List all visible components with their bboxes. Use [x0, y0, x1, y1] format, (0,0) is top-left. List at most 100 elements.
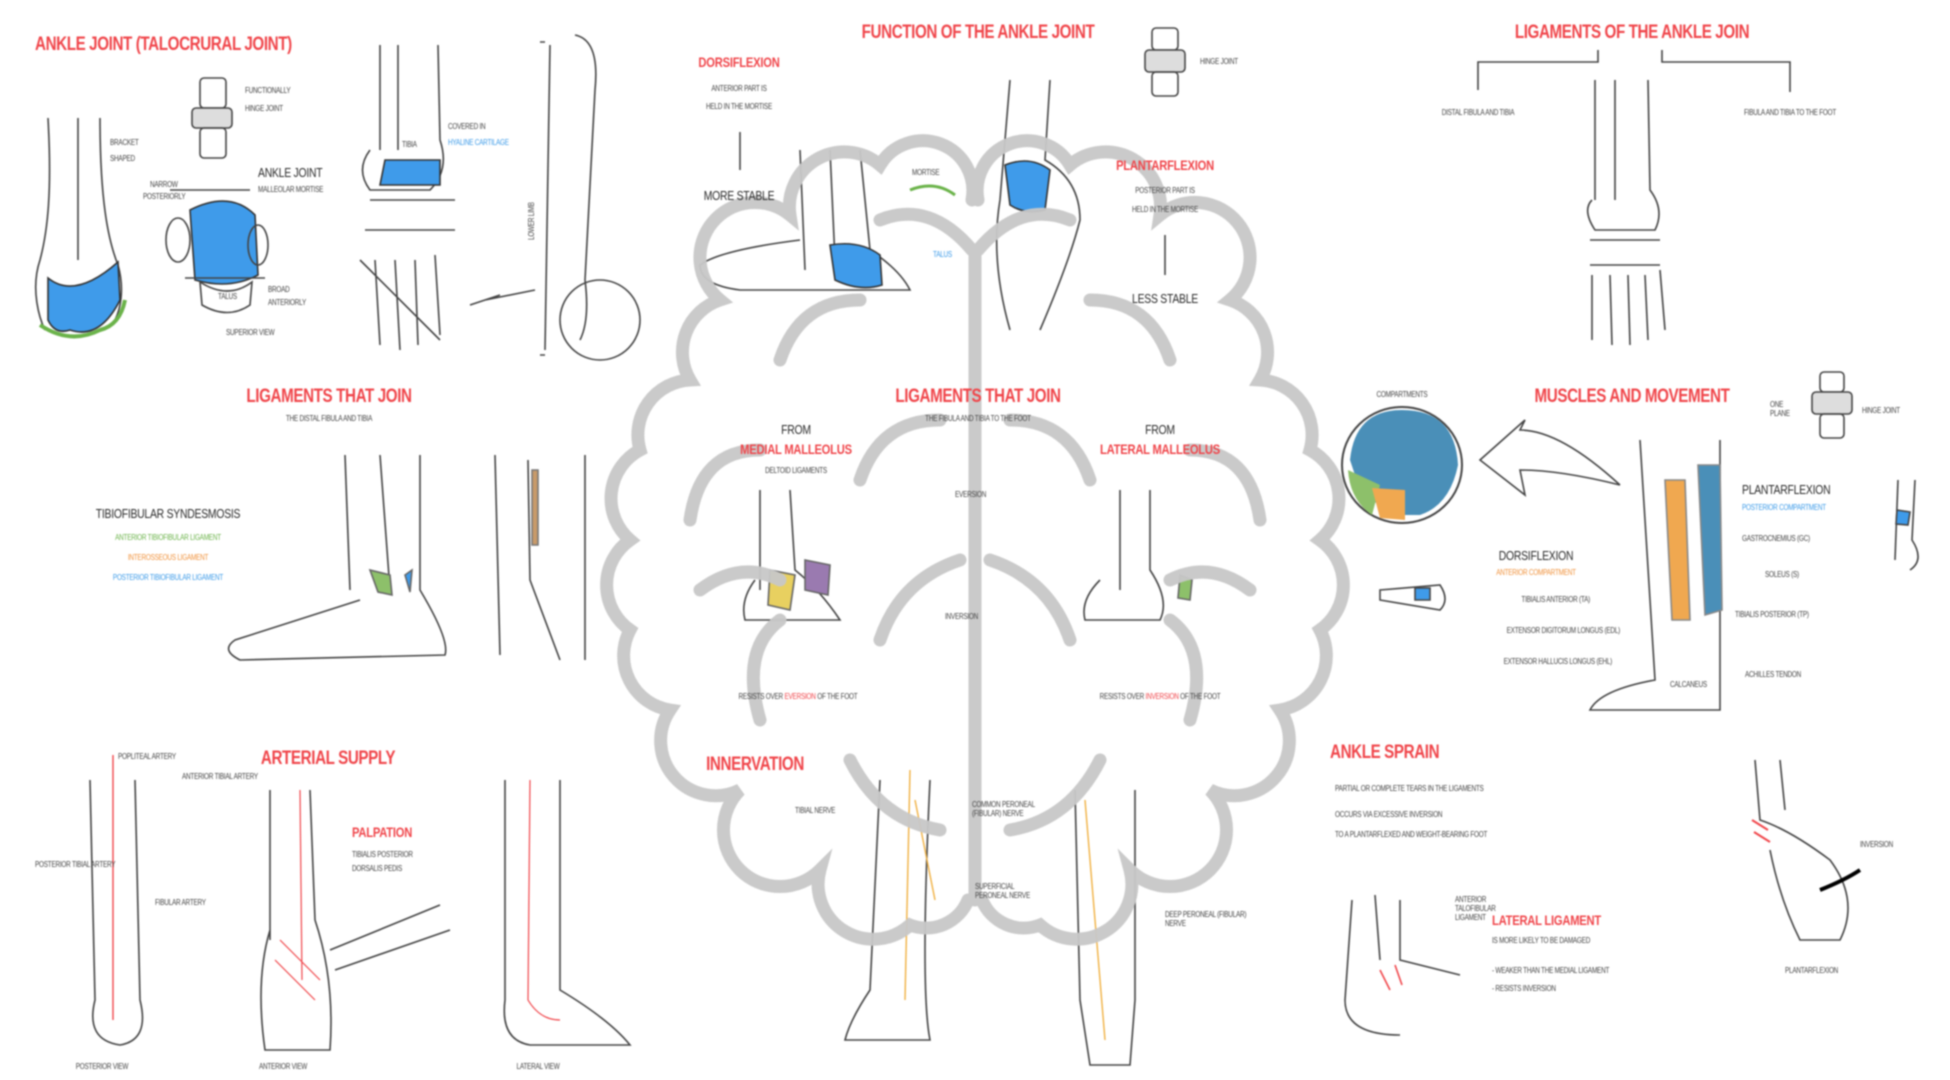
muscles-plantarflexion: Plantarflexion [1742, 482, 1831, 497]
posterior-compartment: Posterior compartment [1742, 503, 1826, 512]
sprain-plantarflexion: Plantarflexion [1785, 966, 1839, 975]
resists-word: eversion [784, 692, 816, 701]
label-talus-blue: Talus [933, 250, 952, 259]
label-hyaline-cartilage: hyaline cartilage [448, 138, 509, 147]
label-anteriorly: anteriorly [268, 298, 307, 307]
resists-word: inversion [1145, 692, 1179, 701]
label-ankle-joint: Ankle joint [258, 165, 323, 180]
deltoid-ligaments: Deltoid ligaments [765, 466, 827, 475]
plantarflexion-icon-foot [1894, 479, 1919, 571]
foot-anterior-skeleton-drawing [359, 44, 536, 351]
muscles-dorsiflexion: Dorsiflexion [1498, 548, 1574, 563]
label-eversion: Eversion [955, 490, 987, 499]
lower-limb-drawing [540, 34, 641, 361]
medial-malleolus: Medial malleolus [740, 441, 852, 457]
label-ehl: Extensor hallucis longus (EHL) [1503, 657, 1613, 666]
label-hinge-joint: hinge joint [245, 104, 283, 113]
dorsiflexion-icon-foot [1379, 584, 1446, 611]
label-posteriorly: posteriorly [143, 192, 186, 201]
label-atfl: Anterior talofibular ligament [1455, 895, 1496, 922]
label-bracket: Bracket [110, 138, 139, 147]
superior-view-talus-drawing [165, 189, 269, 314]
label-lateral-view: Lateral view [516, 1062, 560, 1071]
compartments-cross-section [1341, 406, 1463, 524]
label-common-peroneal-nerve: Common peroneal (fibular) nerve [972, 800, 1035, 818]
label-malleolar-mortise: Malleolar mortise [258, 185, 324, 194]
label-compartments: Compartments [1376, 390, 1428, 399]
label-popliteal-artery: Popliteal artery [118, 752, 176, 761]
label-posterior-tibial-artery: Posterior tibial artery [35, 860, 116, 869]
muscles-hinge-joint: Hinge joint [1862, 406, 1900, 415]
syndesmosis-title: Ligaments that join [246, 386, 412, 407]
leg-muscles-drawing [1588, 439, 1723, 711]
hinge-joint-icon-2 [1144, 27, 1186, 97]
palpation-dorsalis-pedis: Dorsalis pedis [352, 864, 402, 873]
plantarflexion-heading: Plantarflexion [1116, 157, 1214, 173]
ankle-joint-title: Ankle joint (talocrural joint) [35, 34, 292, 55]
dorsiflexion-foot-drawing [699, 149, 956, 291]
label-gastrocnemius: Gastrocnemius (GC) [1742, 534, 1810, 543]
sprain-inversion: Inversion [1860, 840, 1894, 849]
resists-eversion: Resists over eversion of the foot [739, 692, 858, 701]
palpation-tibialis-posterior: Tibialis posterior [352, 850, 413, 859]
resists-post: of the foot [1180, 692, 1221, 701]
muscles-title: Muscles and movement [1534, 386, 1730, 407]
lateral-foot-skeleton-drawing [227, 454, 447, 661]
dorsiflexion-heading: Dorsiflexion [698, 54, 780, 70]
label-shaped: shaped [110, 154, 135, 163]
from-medial: From [781, 422, 811, 437]
label-tibia: Tibia [402, 140, 417, 149]
label-narrow: Narrow [150, 180, 178, 189]
big-arrow-left [1478, 419, 1621, 497]
label-soleus: Soleus (S) [1765, 570, 1799, 579]
label-edl: Extensor digitorum longus (EDL) [1506, 626, 1621, 635]
label-covered-in: Covered in [448, 122, 486, 131]
ligaments-title: Ligaments of the ankle join [1514, 22, 1750, 43]
branch-distal-fibula-tibia: Distal fibula and tibia [1441, 108, 1515, 117]
dorsi-line1: Anterior part is [711, 84, 767, 93]
label-inversion: Inversion [945, 612, 979, 621]
resists-inversion-note: - Resists inversion [1492, 984, 1556, 993]
hinge-joint-icon [191, 77, 233, 159]
from-lateral: From [1145, 422, 1175, 437]
more-stable: More stable [703, 188, 775, 203]
interosseous-ligament: Interosseous ligament [127, 553, 209, 562]
plantar-line1: Posterior part is [1135, 186, 1195, 195]
label-anterior-tibial-artery: Anterior tibial artery [182, 772, 258, 781]
innervation-title: Innervation [706, 754, 804, 775]
label-tibial-nerve: Tibial nerve [795, 806, 836, 815]
ligaments-branch-arrows [1477, 50, 1791, 92]
function-title: Function of the ankle joint [861, 22, 1095, 43]
arterial-title: Arterial supply [260, 748, 396, 769]
more-likely: is more likely to be damaged [1492, 936, 1591, 945]
label-one-plane: One plane [1770, 400, 1790, 418]
plantar-line2: held in the mortise [1132, 205, 1198, 214]
lateral-malleolus: Lateral malleolus [1100, 441, 1220, 457]
sprain-plantarflexed-foot-drawing [1751, 759, 1862, 941]
less-stable: Less stable [1132, 291, 1198, 306]
lateral-ligament-heading: Lateral ligament [1492, 912, 1601, 928]
branch-fibula-tibia-foot: Fibula and tibia to the foot [1743, 108, 1837, 117]
label-functionally: Functionally [245, 86, 291, 95]
label-posterior-view: Posterior view [75, 1062, 129, 1071]
hinge-joint-icon-3 [1811, 371, 1853, 439]
label-fibular-artery: Fibular artery [155, 898, 206, 907]
innervation-legs-drawing [843, 769, 1136, 1066]
posterior-tibiofibular-ligament: Posterior tibiofibular ligament [112, 573, 224, 582]
label-calcaneus: Calcaneus [1670, 680, 1707, 689]
tibia-fibula-front-drawing [34, 117, 127, 339]
function-hinge-joint: Hinge joint [1200, 57, 1238, 66]
anterior-tibiofibular-ligament: Anterior tibiofibular ligament [115, 533, 221, 542]
label-lower-limb: Lower limb [527, 202, 536, 240]
anterior-compartment: Anterior compartment [1496, 568, 1576, 577]
syndesmosis-subtitle: the distal fibula and tibia [285, 414, 373, 423]
posterior-ankle-drawing [494, 454, 586, 661]
arterial-posterior-view-drawing [89, 755, 144, 1046]
dorsi-line2: held in the mortise [706, 102, 772, 111]
sprain-title: Ankle sprain [1330, 742, 1440, 763]
arterial-lateral-view-drawing [503, 779, 632, 1046]
label-tibialis-posterior: Tibialis posterior (TP) [1735, 610, 1809, 619]
arterial-anterior-view-drawing [260, 789, 451, 1051]
